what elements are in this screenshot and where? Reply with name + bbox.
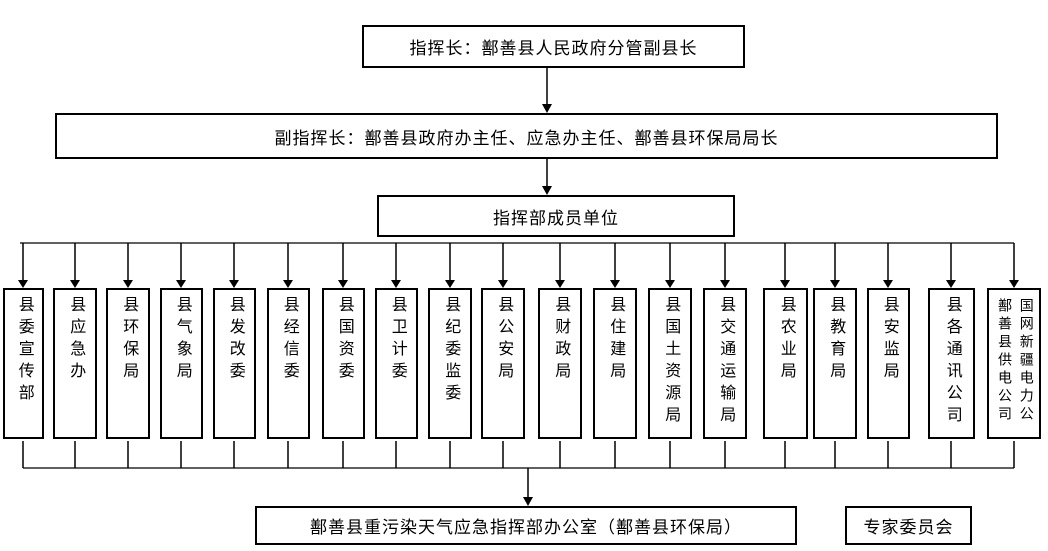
expert-committee-box: 专家委员会	[845, 506, 972, 545]
member-box-finance-bureau: 县财政局	[538, 288, 582, 439]
member-box-propaganda-dept: 县委宣传部	[3, 288, 44, 439]
member-units-header-box: 指挥部成员单位	[377, 195, 735, 237]
member-box-development-reform: 县发改委	[213, 288, 256, 439]
member-label: 县教育局	[827, 296, 845, 384]
member-label: 国网新疆电力公 鄯善县供电公司	[996, 298, 1033, 424]
member-box-meteorology-bureau: 县气象局	[160, 288, 203, 439]
member-box-education-bureau: 县教育局	[813, 288, 857, 439]
member-box-telecom-companies: 县各通讯公司	[928, 288, 975, 439]
member-label: 县气象局	[173, 296, 191, 384]
member-label: 县纪委监委	[442, 296, 460, 406]
member-label: 县卫计委	[388, 296, 406, 384]
member-units-header-label: 指挥部成员单位	[493, 208, 619, 228]
member-box-health-planning: 县卫计委	[375, 288, 418, 439]
member-box-state-grid-power: 国网新疆电力公 鄯善县供电公司	[987, 288, 1041, 439]
member-box-land-resources: 县国土资源局	[648, 288, 692, 439]
member-box-housing-construction: 县住建局	[593, 288, 637, 439]
member-label: 县财政局	[552, 296, 570, 384]
member-label: 县各通讯公司	[943, 296, 961, 428]
member-box-economy-info: 县经信委	[267, 288, 310, 439]
member-label: 县交通运输局	[717, 296, 735, 428]
deputy-commander-label: 副指挥长：鄯善县政府办主任、应急办主任、鄯善县环保局局长	[274, 128, 779, 148]
member-label: 县发改委	[226, 296, 244, 384]
member-box-environment-bureau: 县环保局	[106, 288, 150, 439]
member-label: 县环保局	[120, 296, 138, 384]
member-label: 县农业局	[777, 296, 795, 384]
member-box-emergency-office: 县应急办	[53, 288, 97, 439]
member-label: 县经信委	[280, 296, 298, 384]
member-box-agriculture-bureau: 县农业局	[763, 288, 808, 439]
member-label: 县国资委	[335, 296, 353, 384]
member-box-public-security: 县公安局	[481, 288, 525, 439]
member-label: 县住建局	[607, 296, 625, 384]
member-box-discipline-supervision: 县纪委监委	[428, 288, 472, 439]
deputy-commander-box: 副指挥长：鄯善县政府办主任、应急办主任、鄯善县环保局局长	[55, 113, 998, 159]
member-label: 县国土资源局	[662, 296, 680, 428]
commander-box: 指挥长：鄯善县人民政府分管副县长	[362, 25, 745, 68]
member-box-state-assets: 县国资委	[322, 288, 365, 439]
member-label: 县安监局	[880, 296, 898, 384]
expert-committee-label: 专家委员会	[863, 518, 954, 537]
member-box-transportation: 县交通运输局	[703, 288, 747, 439]
emergency-office-label: 鄯善县重污染天气应急指挥部办公室（鄯善县环保局）	[310, 518, 742, 537]
commander-label: 指挥长：鄯善县人民政府分管副县长	[409, 39, 698, 58]
emergency-office-box: 鄯善县重污染天气应急指挥部办公室（鄯善县环保局）	[255, 506, 797, 545]
member-label: 县委宣传部	[15, 296, 33, 406]
member-label: 县应急办	[67, 296, 85, 384]
member-box-work-safety: 县安监局	[867, 288, 910, 439]
member-label: 县公安局	[495, 296, 513, 384]
